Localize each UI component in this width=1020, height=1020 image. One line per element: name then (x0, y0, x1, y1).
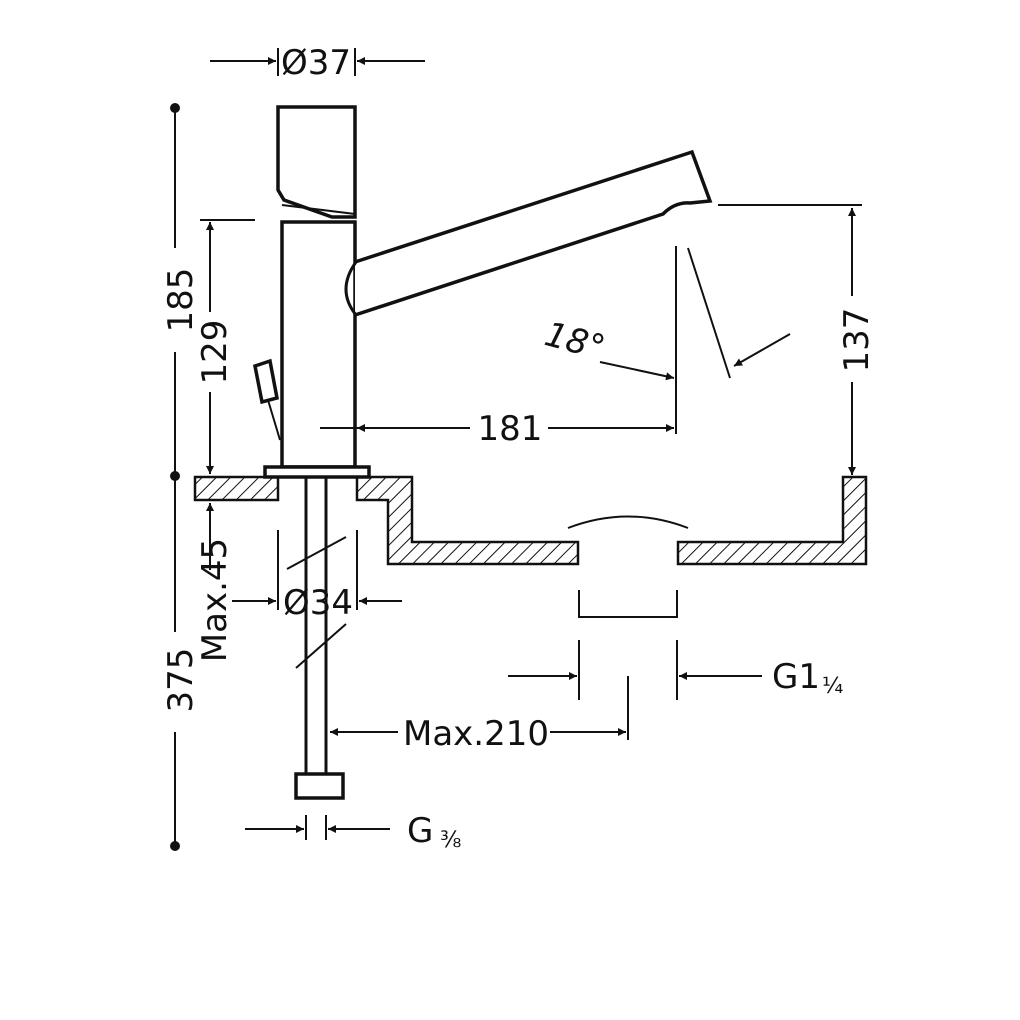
hose-connector (294, 772, 345, 800)
label-outlet-height: 137 (837, 308, 877, 373)
label-spout-height: 129 (195, 320, 235, 385)
dimension-spout-reach: 181 (320, 246, 677, 449)
label-waste-thread-fraction: ¼ (822, 674, 843, 699)
dimension-outlet-height: 137 (718, 204, 877, 475)
lever-tag (252, 358, 280, 405)
basin-drain-arc (567, 515, 689, 529)
dimension-total-length: 375 (161, 478, 201, 851)
faucet-base (263, 465, 371, 479)
dimension-hole-diameter: Ø34 (232, 530, 402, 623)
dimension-deck-thickness: Max.45 (195, 503, 235, 662)
dimension-body-diameter: Ø37 (210, 43, 425, 83)
faucet-spout (354, 149, 713, 317)
label-body-diameter: Ø37 (281, 43, 351, 83)
label-waste-thread: G1 (772, 657, 820, 697)
label-supply-thread-fraction: ⅜ (440, 828, 461, 853)
label-hose-length: Max.210 (403, 714, 549, 754)
waste-outlet (578, 590, 678, 618)
label-spout-reach: 181 (478, 409, 543, 449)
label-spout-angle: 18° (541, 314, 610, 368)
dimension-spout-height: 129 (195, 219, 255, 474)
dimension-waste-thread: G1 ¼ (508, 640, 843, 700)
label-supply-thread: G (407, 811, 433, 851)
label-hole-diameter: Ø34 (283, 583, 353, 623)
faucet-body (280, 220, 357, 469)
dimension-spout-angle: 18° (541, 247, 791, 381)
label-total-length: 375 (161, 648, 201, 713)
faucet (252, 105, 713, 800)
dimension-total-height: 185 (161, 103, 201, 481)
label-total-height: 185 (161, 268, 201, 333)
faucet-handle (276, 105, 357, 219)
dimension-supply-thread: G ⅜ (245, 811, 461, 853)
countertop-section (193, 475, 868, 618)
dimension-hose-length: Max.210 (330, 676, 629, 754)
label-deck-thickness: Max.45 (195, 538, 235, 662)
